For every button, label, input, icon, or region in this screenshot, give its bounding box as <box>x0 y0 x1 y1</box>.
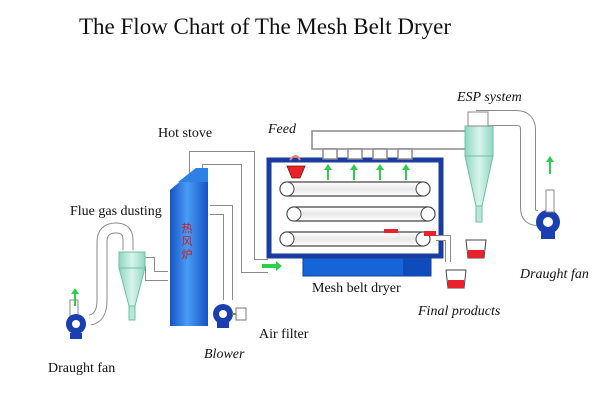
product-bin-icon <box>445 269 467 289</box>
cyclone-icon <box>118 251 146 321</box>
diagram-title: The Flow Chart of The Mesh Belt Dryer <box>79 14 451 39</box>
flow-arrow-icon <box>324 164 410 180</box>
label-blower: Blower <box>204 347 245 362</box>
fan-icon <box>536 189 560 239</box>
flow-arrow-icon <box>71 288 79 306</box>
blower-unit <box>210 205 247 328</box>
label-esp-system: ESP system <box>457 90 522 105</box>
label-draught-fan-left: Draught fan <box>48 361 116 376</box>
hot-stove <box>170 151 268 326</box>
label-air-filter: Air filter <box>259 327 309 342</box>
feed-hopper-icon <box>286 155 306 179</box>
esp-system-unit <box>464 110 560 239</box>
label-flue-gas-dusting: Flue gas dusting <box>70 204 162 219</box>
duct-nozzles <box>322 148 413 160</box>
label-draught-fan-right: Draught fan <box>520 267 589 282</box>
label-mesh-belt-dryer: Mesh belt dryer <box>312 281 401 296</box>
stove-label: 热风炉 <box>181 222 193 261</box>
flow-arrow-icon <box>262 261 282 271</box>
flue-gas-dusting-unit <box>66 222 168 339</box>
flow-arrow-icon <box>546 156 554 174</box>
label-feed: Feed <box>268 122 296 137</box>
product-bin-icon <box>465 239 487 259</box>
label-final-products: Final products <box>418 304 501 319</box>
fan-icon <box>66 314 86 339</box>
cyclone-icon <box>464 111 494 223</box>
fan-icon <box>213 304 233 328</box>
mesh-belt-dryer <box>262 130 487 289</box>
label-hot-stove: Hot stove <box>158 126 213 141</box>
air-filter-box <box>235 307 247 321</box>
